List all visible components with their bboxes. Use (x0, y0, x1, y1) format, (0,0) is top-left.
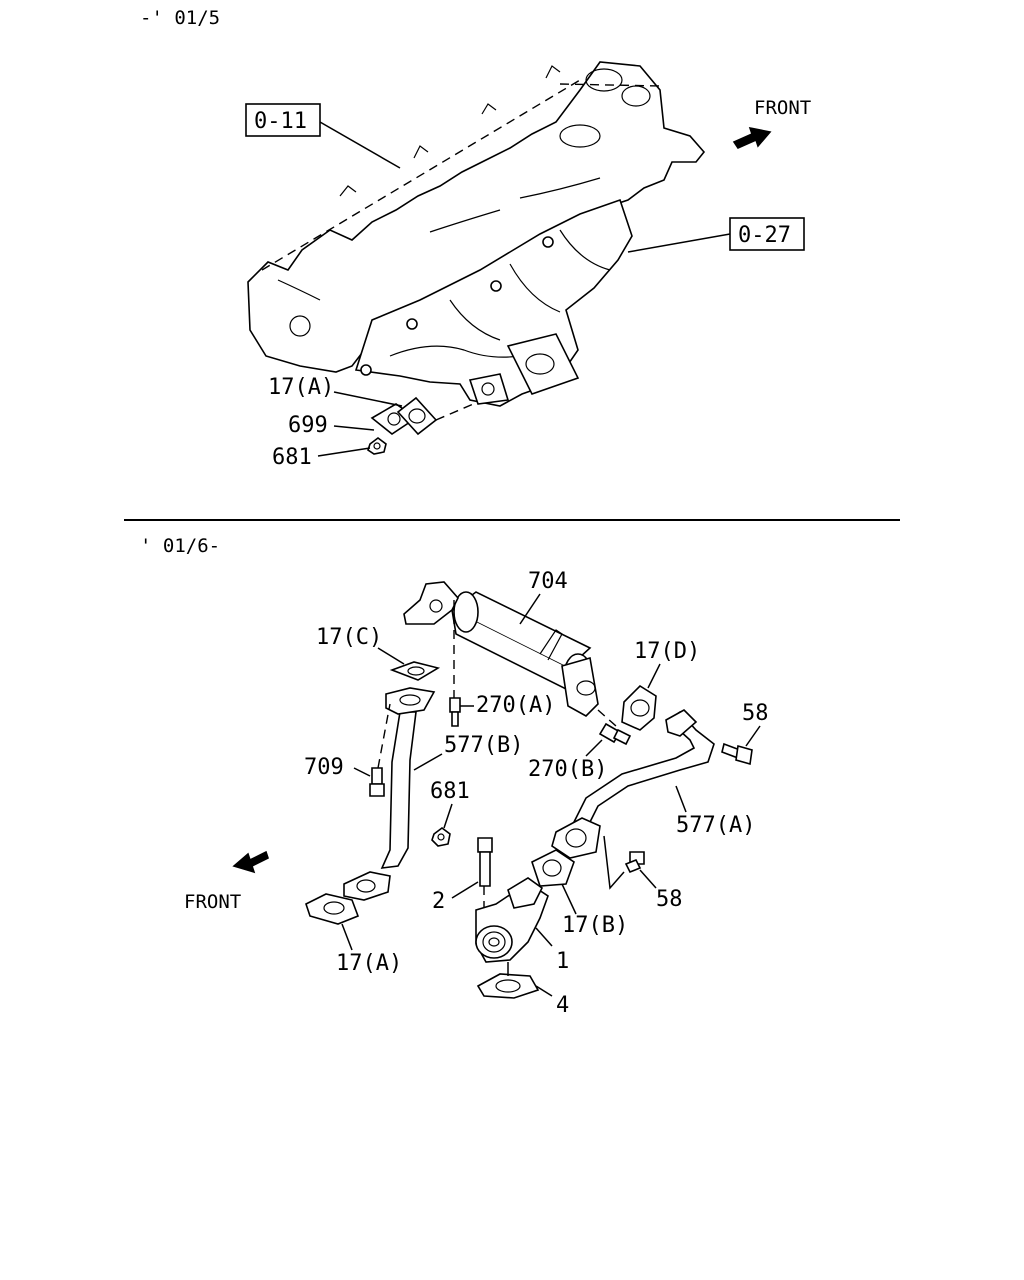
callout-1: 1 (556, 949, 569, 974)
callout-699: 699 (288, 413, 328, 438)
callout-709: 709 (304, 755, 344, 780)
ref-box-0-27 (729, 217, 805, 251)
callout-270b: 270(B) (528, 757, 607, 782)
callout-681-bottom: 681 (430, 779, 470, 804)
bolt-58-lower (624, 851, 645, 874)
cylinder-head (247, 61, 706, 373)
bolt-709 (369, 767, 385, 797)
egr-valve-1 (475, 877, 549, 963)
ref-label-0-27: 0-27 (738, 223, 791, 248)
bolt-58-right (721, 742, 753, 766)
pipe-577a (551, 709, 715, 859)
callout-681-top: 681 (272, 445, 312, 470)
callout-4: 4 (556, 993, 569, 1018)
gasket-17a-bottom (305, 893, 360, 925)
callout-17c: 17(C) (316, 625, 382, 650)
ref-label-0-11: 0-11 (254, 109, 307, 134)
pipe-577b (343, 687, 436, 901)
egr-cooler-704 (403, 581, 599, 717)
callout-704: 704 (528, 569, 568, 594)
callout-17a-top: 17(A) (268, 375, 334, 400)
front-label-bottom: FRONT (184, 891, 241, 913)
callout-270a: 270(A) (476, 693, 555, 718)
bolt-270b (598, 722, 632, 746)
gasket-17b (531, 849, 575, 887)
gasket-17c (389, 661, 441, 681)
front-arrow-icon (732, 126, 772, 150)
callout-577a: 577(A) (676, 813, 755, 838)
callout-17d: 17(D) (634, 639, 700, 664)
callout-2: 2 (432, 889, 445, 914)
callout-577b: 577(B) (444, 733, 523, 758)
callout-58-lower: 58 (656, 887, 683, 912)
gasket-4 (476, 973, 540, 999)
callout-17b: 17(B) (562, 913, 628, 938)
front-label-top: FRONT (754, 97, 811, 119)
nut-681-top (367, 437, 387, 455)
callout-58-right: 58 (742, 701, 769, 726)
callout-17a-bottom: 17(A) (336, 951, 402, 976)
gasket-17d (621, 684, 657, 731)
section-range-bottom: ' 01/6- (140, 535, 220, 557)
ref-box-0-11 (245, 103, 321, 137)
section-range-top: -' 01/5 (140, 7, 220, 29)
exhaust-manifold (354, 198, 633, 407)
nut-681-bottom (431, 827, 451, 847)
bolt-2 (477, 837, 493, 887)
gasket-17a-top (396, 396, 438, 436)
front-arrow-icon (232, 850, 269, 874)
bolt-270a (449, 697, 461, 727)
